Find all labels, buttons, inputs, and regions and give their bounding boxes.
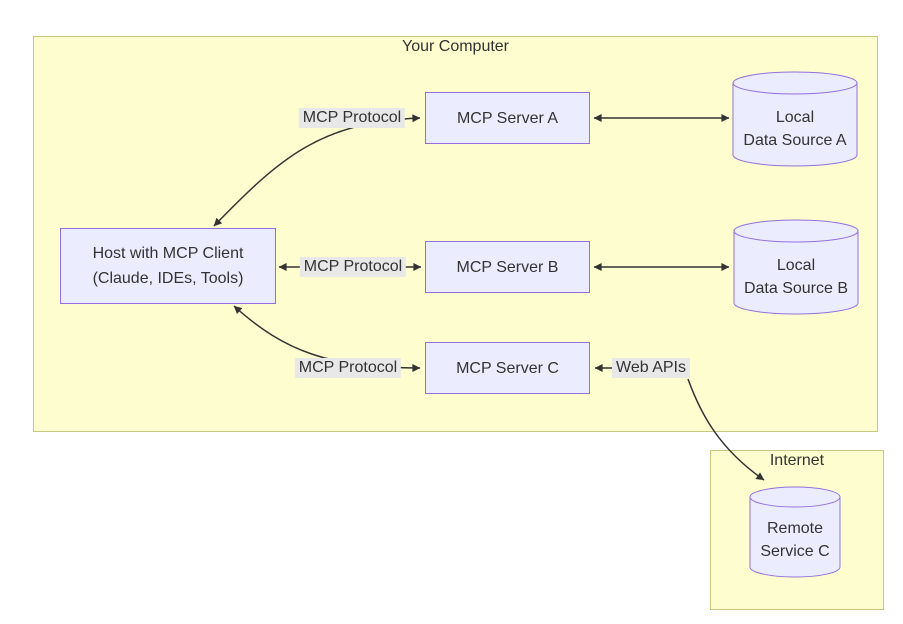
mcp-server-a-label: MCP Server A <box>456 109 559 127</box>
edge-web-apis-remote-service-c <box>687 378 765 481</box>
local-data-source-a-text: Local Data Source A <box>733 106 857 152</box>
your-computer-cluster-title: Your Computer <box>401 38 510 55</box>
host-node: Host with MCP Client (Claude, IDEs, Tool… <box>60 228 276 304</box>
internet-cluster-title: Internet <box>769 452 825 469</box>
mcp-server-b-node: MCP Server B <box>425 241 590 293</box>
host-node-line2: (Claude, IDEs, Tools) <box>92 270 244 287</box>
edge-host-server-a <box>213 114 421 227</box>
mcp-server-b-label: MCP Server B <box>456 258 559 276</box>
local-data-source-b-line1: Local <box>776 257 816 274</box>
local-data-source-b-line2: Data Source B <box>743 280 849 297</box>
mcp-server-c-node: MCP Server C <box>425 342 590 394</box>
edge-label-mcp-protocol-b: MCP Protocol <box>299 257 407 277</box>
remote-service-c-line2: Service C <box>760 543 830 560</box>
edge-label-mcp-protocol-a: MCP Protocol <box>298 108 406 128</box>
local-data-source-a-line2: Data Source A <box>743 132 847 149</box>
local-data-source-a-line1: Local <box>775 109 815 126</box>
remote-service-c-line1: Remote <box>766 520 824 537</box>
local-data-source-b-text: Local Data Source B <box>734 254 858 300</box>
mcp-server-a-node: MCP Server A <box>425 92 590 144</box>
local-data-source-a-cylinder <box>732 71 858 167</box>
remote-service-c-text: Remote Service C <box>746 517 844 563</box>
edge-label-mcp-protocol-c: MCP Protocol <box>294 358 402 378</box>
edge-label-web-apis: Web APIs <box>612 358 690 378</box>
host-node-line1: Host with MCP Client <box>92 245 244 262</box>
remote-service-c-cylinder <box>749 486 841 578</box>
local-data-source-b-cylinder <box>733 219 859 315</box>
mcp-server-c-label: MCP Server C <box>456 359 559 377</box>
